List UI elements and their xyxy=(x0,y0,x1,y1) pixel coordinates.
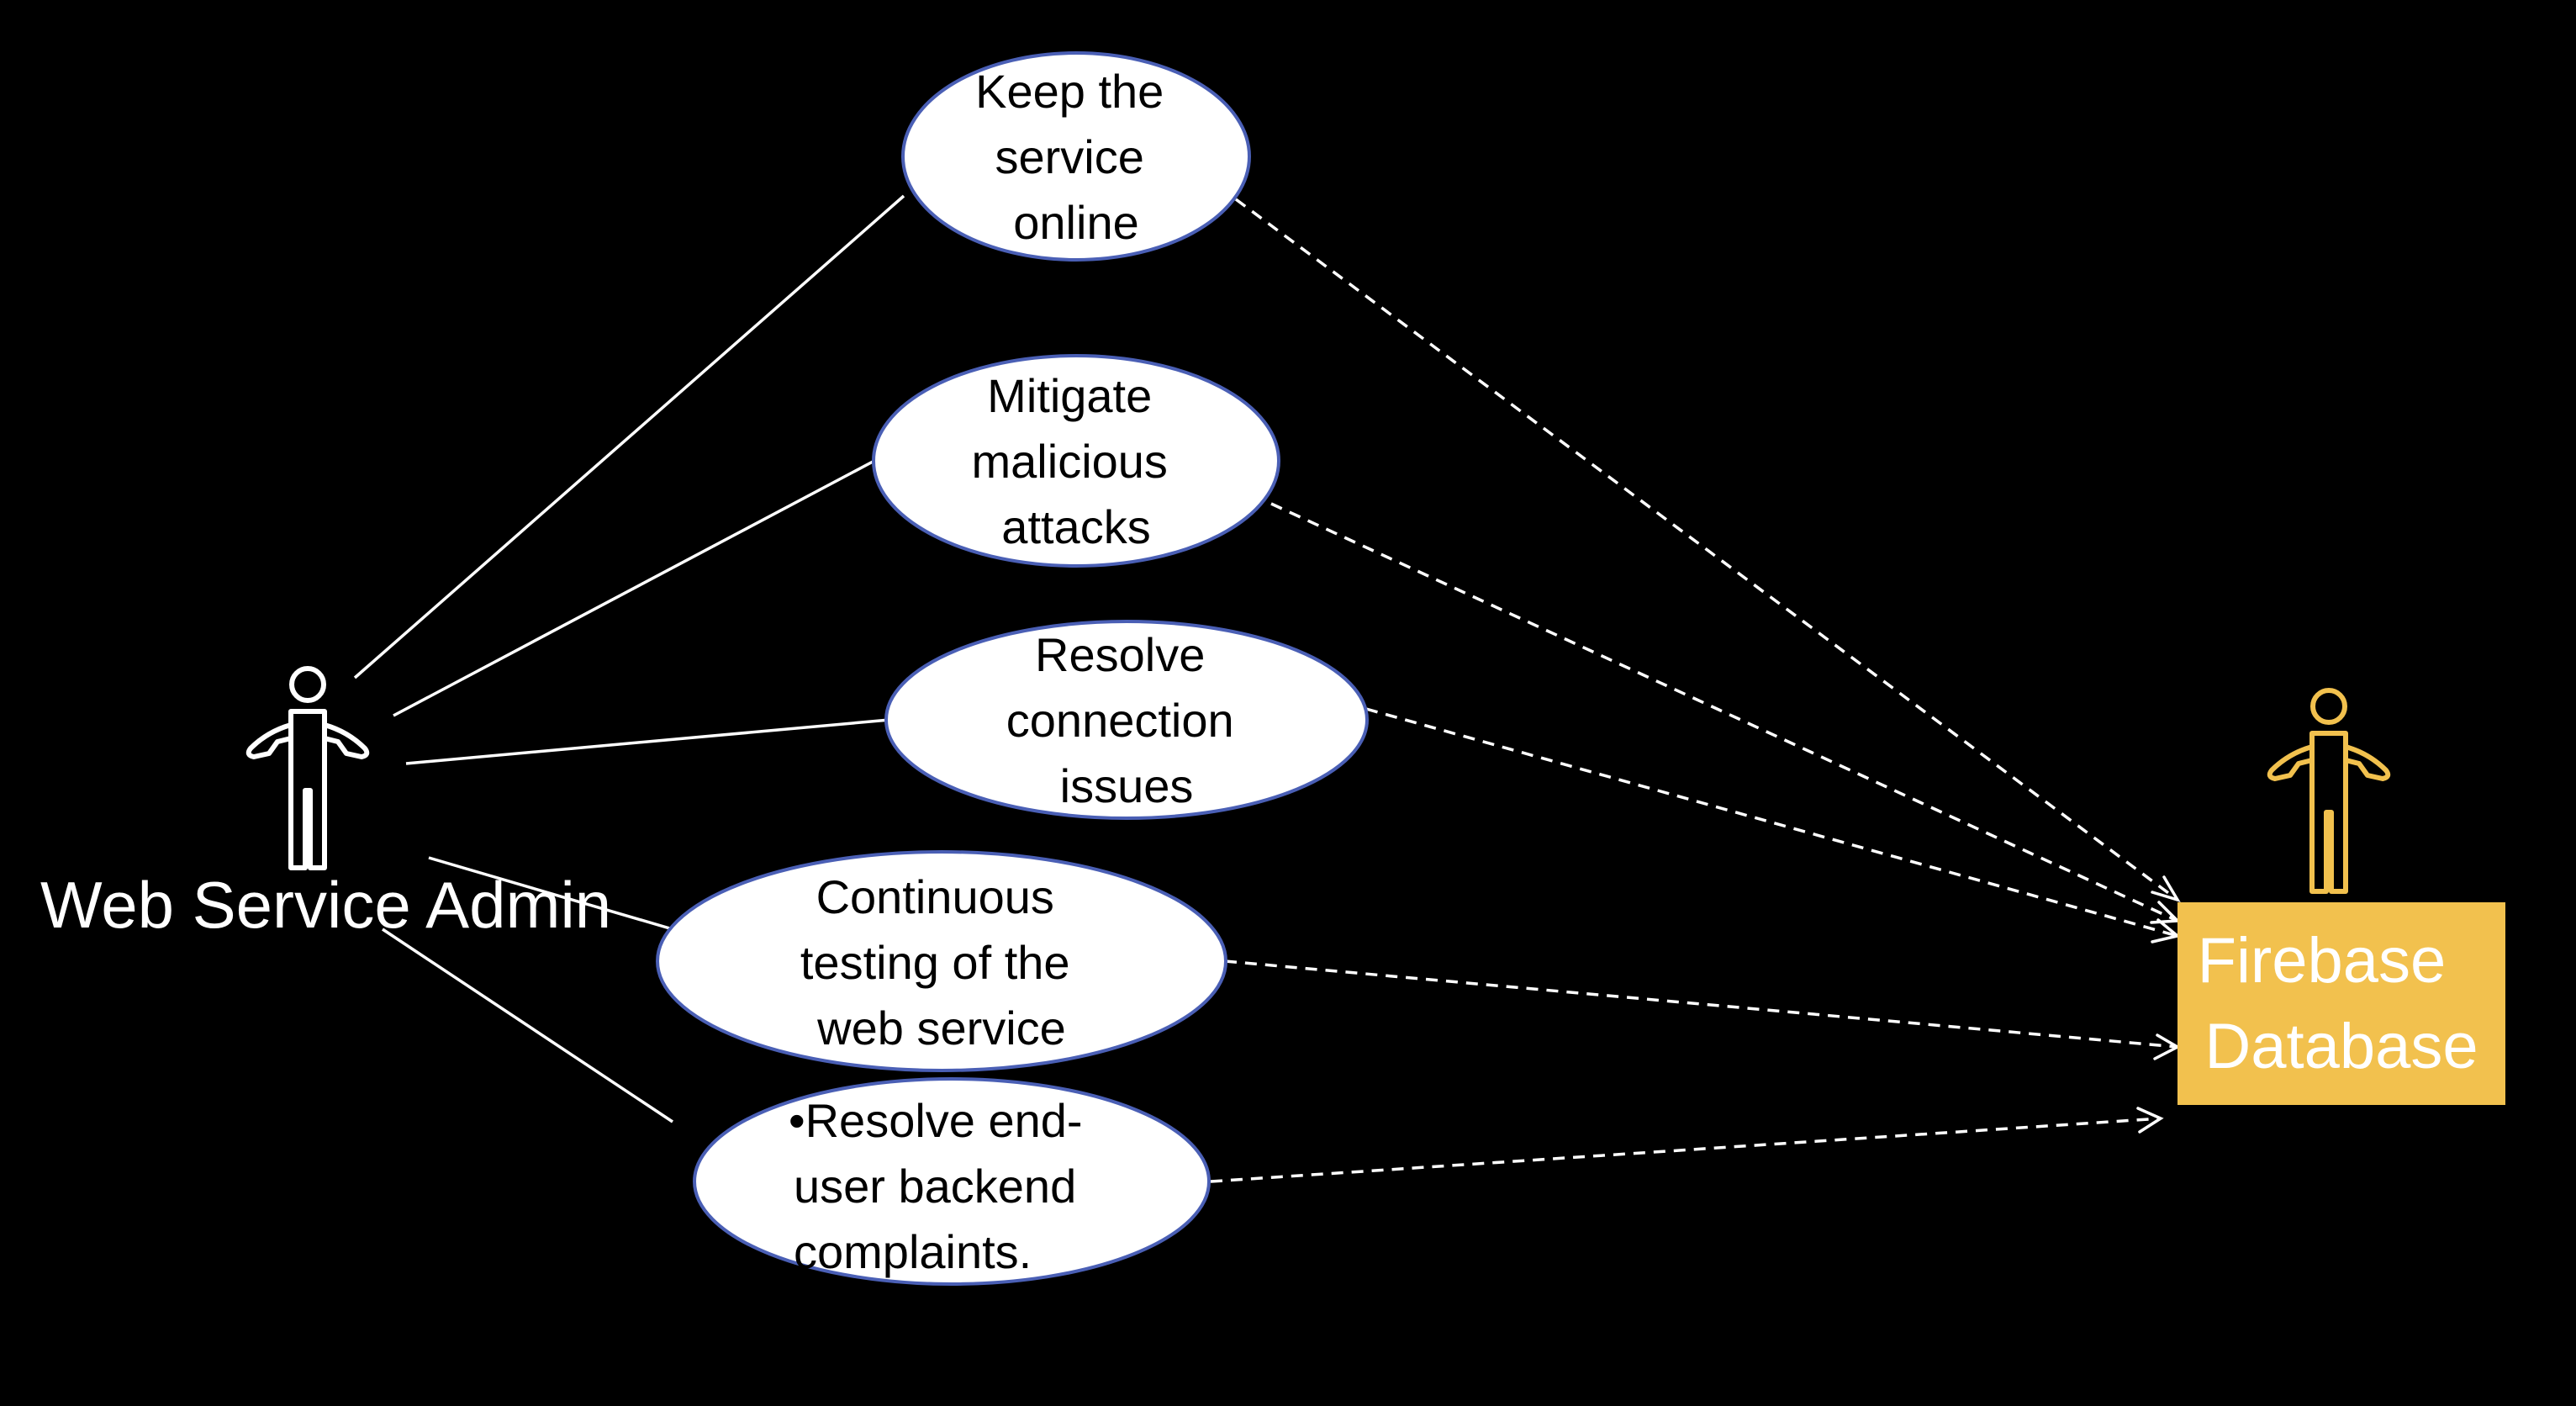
use-case-label: Mitigate malicious attacks xyxy=(972,369,1181,553)
use-case-label-line: issues xyxy=(1060,759,1194,812)
use-case-label-line: service xyxy=(995,130,1144,183)
association-line xyxy=(405,718,890,765)
use-case-label-line: online xyxy=(1013,196,1138,249)
use-case-ellipse xyxy=(693,1077,1211,1286)
use-case-label-line: Mitigate xyxy=(987,369,1152,422)
association-line xyxy=(428,856,673,931)
association-line xyxy=(382,928,673,1123)
use-case-ellipse xyxy=(656,850,1227,1072)
association-line xyxy=(393,459,875,717)
association-lines xyxy=(353,194,905,1123)
use-case-ellipse xyxy=(901,51,1251,262)
database-label-line: Database xyxy=(2204,1011,2478,1082)
use-case-label: Continuous testing of the web service xyxy=(800,870,1083,1054)
use-case-keep-service-online: Keep the service online xyxy=(901,51,1251,262)
dependency-line xyxy=(1365,707,2178,938)
association-line xyxy=(353,194,905,679)
use-case-label: •Resolve end- user backend complaints. xyxy=(789,1094,1095,1278)
dependency-line xyxy=(1210,1117,2162,1183)
use-case-label-line: connection xyxy=(1006,694,1234,747)
database-label: Firebase Database xyxy=(2198,925,2478,1082)
dependency-line xyxy=(1224,959,2178,1049)
database-label-line: Firebase xyxy=(2198,925,2447,996)
use-case-resolve-complaints: •Resolve end- user backend complaints. xyxy=(693,1077,1211,1286)
use-case-label-line: complaints. xyxy=(794,1225,1032,1278)
use-case-label-line: Keep the xyxy=(975,65,1164,118)
use-case-resolve-connection: Resolve connection issues xyxy=(884,620,1369,820)
actor-firebase-database: Firebase Database xyxy=(2177,688,2505,1105)
use-case-continuous-testing: Continuous testing of the web service xyxy=(656,850,1227,1072)
use-case-label-line: Resolve xyxy=(1035,628,1205,681)
use-case-label-line: malicious xyxy=(972,435,1168,488)
arrowhead-icon xyxy=(2151,875,2181,902)
use-case-ellipse xyxy=(884,620,1369,820)
use-case-label-line: web service xyxy=(816,1002,1066,1054)
actor-label: Web Service Admin xyxy=(40,868,611,942)
use-case-label-line: attacks xyxy=(1001,500,1150,553)
use-case-label: Keep the service online xyxy=(975,65,1177,249)
use-case-ellipse xyxy=(872,354,1280,568)
database-box xyxy=(2177,902,2505,1105)
use-case-label-line: user backend xyxy=(794,1160,1076,1213)
use-case-label: Resolve connection issues xyxy=(1006,628,1247,812)
arrowhead-icon xyxy=(2136,1107,2164,1134)
person-icon xyxy=(2267,688,2391,894)
person-icon xyxy=(245,666,370,870)
dependency-line xyxy=(1234,198,2179,901)
dependency-line xyxy=(1270,502,2178,922)
use-case-label-line: testing of the xyxy=(800,936,1070,989)
use-case-label-line: •Resolve end- xyxy=(789,1094,1083,1147)
use-case-mitigate-attacks: Mitigate malicious attacks xyxy=(872,354,1280,568)
use-case-label-line: Continuous xyxy=(816,870,1054,923)
actor-web-service-admin: Web Service Admin xyxy=(40,666,611,942)
